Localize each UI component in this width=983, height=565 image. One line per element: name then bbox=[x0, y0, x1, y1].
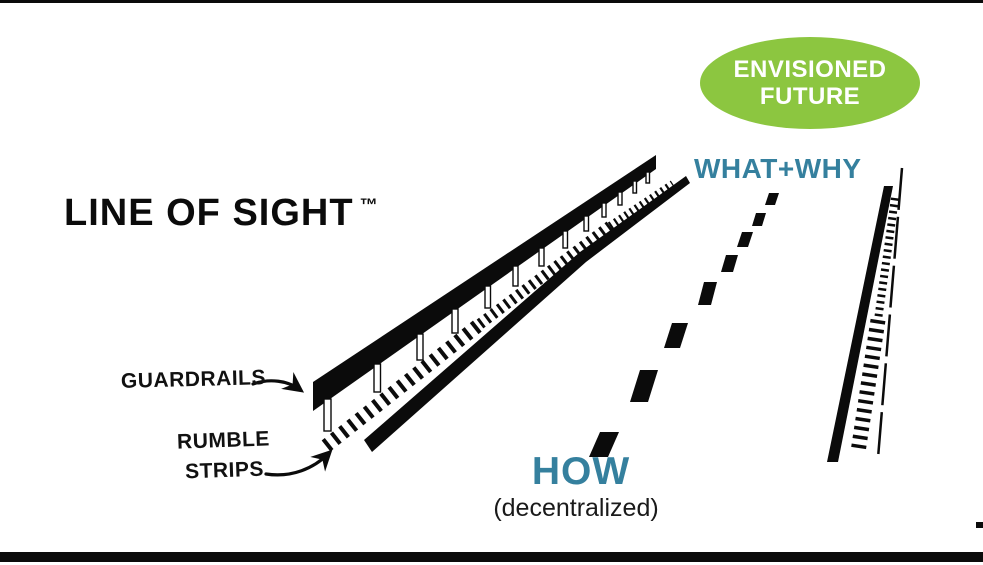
rumble-strips-label-line2: STRIPS bbox=[184, 457, 265, 484]
lane-dash bbox=[721, 255, 738, 272]
guardrail-post bbox=[416, 333, 424, 361]
lane-dash bbox=[698, 282, 717, 305]
right-rumble-strips-hatch bbox=[850, 197, 899, 454]
hatch-segment bbox=[874, 197, 899, 321]
lane-dash bbox=[765, 193, 779, 205]
guardrail-post bbox=[451, 308, 459, 334]
guardrail-post bbox=[323, 398, 332, 432]
guardrail-post bbox=[617, 191, 623, 206]
lane-dash bbox=[589, 432, 619, 457]
guardrail-post bbox=[373, 363, 382, 393]
hatch-segment bbox=[850, 318, 886, 454]
top-border-line bbox=[0, 0, 983, 3]
lane-dash bbox=[664, 323, 688, 348]
guardrail-post bbox=[601, 202, 607, 218]
guardrail-post bbox=[583, 215, 590, 232]
envisioned-future-badge: ENVISIONED FUTURE bbox=[700, 37, 920, 129]
left-road-edge-line bbox=[364, 176, 690, 452]
guardrail-post bbox=[512, 265, 519, 287]
right-edge-tick bbox=[976, 522, 983, 528]
hatch-segment bbox=[607, 180, 676, 230]
left-rumble-strips-hatch bbox=[321, 180, 676, 452]
guardrail-posts bbox=[323, 171, 651, 432]
rumble-strips-label-line1: RUMBLE bbox=[176, 427, 271, 454]
guardrail-band bbox=[313, 155, 656, 411]
hatch-segment bbox=[476, 221, 614, 329]
guardrail-post bbox=[562, 230, 569, 249]
how-qualifier-label: (decentralized) bbox=[493, 494, 659, 522]
how-label: HOW bbox=[531, 450, 631, 493]
lane-dash bbox=[737, 232, 753, 247]
rumble-strips-label: RUMBLE STRIPS bbox=[173, 424, 275, 487]
lane-dash bbox=[752, 213, 766, 226]
hatch-segment bbox=[321, 318, 485, 452]
bottom-border-bar bbox=[0, 552, 983, 562]
guardrail-post bbox=[645, 171, 651, 184]
trademark-symbol: ™ bbox=[359, 195, 378, 215]
badge-line1: ENVISIONED bbox=[733, 55, 887, 83]
guardrail-post bbox=[538, 247, 545, 267]
rumble-strips-arrow bbox=[264, 449, 333, 477]
guardrails-label: GUARDRAILS bbox=[120, 366, 267, 393]
what-why-label: WHAT+WHY bbox=[694, 153, 862, 184]
title-text: LINE OF SIGHT bbox=[64, 192, 354, 234]
right-road-edge-line bbox=[827, 186, 893, 462]
guardrail-post bbox=[484, 285, 492, 309]
lane-dash bbox=[630, 370, 658, 402]
badge-line2: FUTURE bbox=[759, 83, 861, 110]
guardrails-arrow bbox=[251, 372, 305, 393]
guardrail-post bbox=[632, 180, 638, 194]
center-dashed-lane-line bbox=[589, 193, 779, 457]
